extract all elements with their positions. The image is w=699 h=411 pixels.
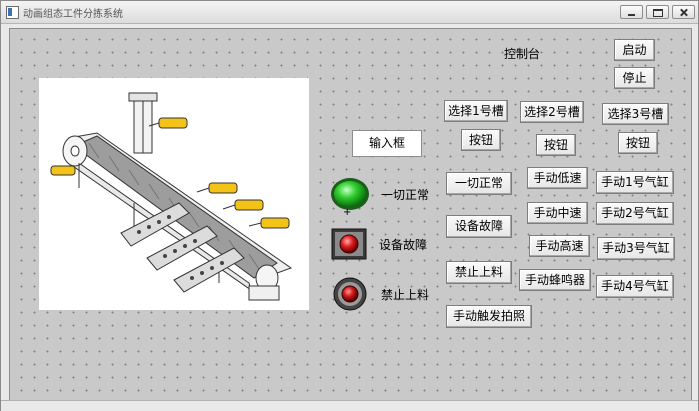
cylinder-group xyxy=(50,117,290,229)
title-bar: 动画组态工件分拣系统 xyxy=(1,1,698,24)
svg-text:+: + xyxy=(343,207,351,217)
start-button[interactable]: 启动 xyxy=(614,39,655,61)
manual-low-speed-button[interactable]: 手动低速 xyxy=(527,167,588,189)
no-feed-button[interactable]: 禁止上料 xyxy=(446,261,512,284)
console-title: 控制台 xyxy=(504,47,541,61)
minimize-button[interactable] xyxy=(620,5,643,19)
conveyor-drawing xyxy=(50,92,293,301)
manual-cylinder-1-button[interactable]: 手动1号气缸 xyxy=(596,171,674,194)
manual-photo-button[interactable]: 手动触发拍照 xyxy=(446,305,532,328)
all-normal-button[interactable]: 一切正常 xyxy=(446,172,512,195)
slot-3-button[interactable]: 按钮 xyxy=(618,132,658,154)
fault-label: 设备故障 xyxy=(379,238,428,252)
conveyor-illustration xyxy=(39,78,309,310)
manual-mid-speed-button[interactable]: 手动中速 xyxy=(527,202,588,224)
manual-cylinder-2-button[interactable]: 手动2号气缸 xyxy=(596,202,674,225)
manual-cylinder-3-button[interactable]: 手动3号气缸 xyxy=(597,237,675,260)
fault-lamp xyxy=(330,228,370,263)
select-slot-3-button[interactable]: 选择3号槽 xyxy=(602,103,669,125)
maximize-button[interactable] xyxy=(646,5,669,19)
input-box[interactable]: 输入框 xyxy=(352,130,422,157)
status-bar xyxy=(1,400,698,411)
manual-buzzer-button[interactable]: 手动蜂鸣器 xyxy=(519,269,591,291)
window-title: 动画组态工件分拣系统 xyxy=(23,9,123,20)
slot-1-button[interactable]: 按钮 xyxy=(461,129,501,151)
stop-button[interactable]: 停止 xyxy=(614,67,655,89)
normal-lamp: + xyxy=(330,177,370,220)
no-feed-lamp xyxy=(332,277,368,314)
manual-cylinder-4-button[interactable]: 手动4号气缸 xyxy=(596,275,674,298)
close-button[interactable] xyxy=(672,5,695,19)
manual-high-speed-button[interactable]: 手动高速 xyxy=(529,235,590,257)
device-fault-button[interactable]: 设备故障 xyxy=(446,215,512,238)
slot-2-button[interactable]: 按钮 xyxy=(536,134,576,156)
select-slot-1-button[interactable]: 选择1号槽 xyxy=(444,100,508,122)
normal-label: 一切正常 xyxy=(381,188,430,202)
app-icon xyxy=(6,6,19,19)
no-feed-label: 禁止上料 xyxy=(381,288,430,302)
select-slot-2-button[interactable]: 选择2号槽 xyxy=(520,101,584,123)
